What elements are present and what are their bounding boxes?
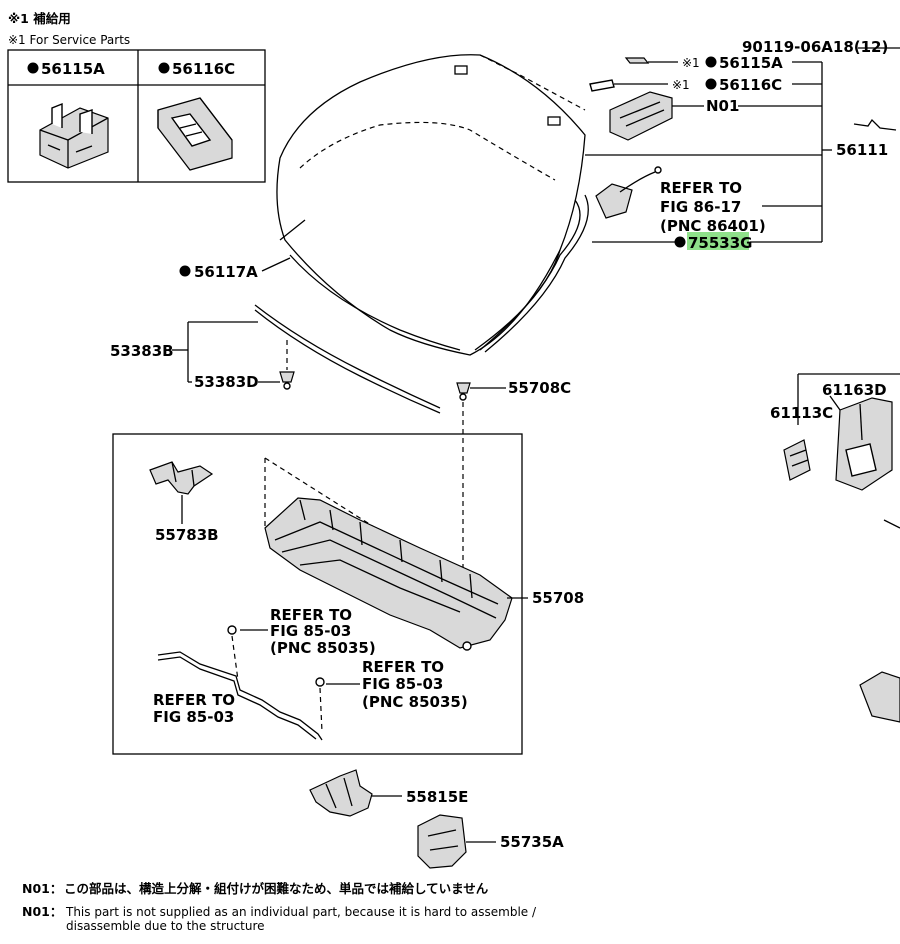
pillar-lower-part (859, 671, 900, 723)
refer-86-line2[interactable]: FIG 86-17 (660, 198, 741, 216)
bracket-n01 (609, 91, 673, 141)
label-55815e[interactable]: 55815E (406, 788, 468, 806)
clip-56115a-drawing (39, 102, 109, 169)
windshield-glass-56111 (276, 54, 586, 356)
inset-label-56115a[interactable]: 56115A (41, 60, 105, 78)
bracket-55735a (417, 814, 467, 869)
refer-b-line1[interactable]: REFER TO (362, 658, 444, 676)
highlight-75533g (687, 232, 749, 250)
refer-a-line1[interactable]: REFER TO (270, 606, 352, 624)
bracket-55815e (309, 769, 373, 817)
weatherstrip-53383b (254, 304, 441, 409)
service-note-jp: ※1 補給用 (8, 11, 71, 26)
label-56111[interactable]: 56111 (836, 141, 888, 159)
bracket-56116c-drawing (157, 97, 233, 171)
refer-b-line2[interactable]: FIG 85-03 (362, 675, 443, 693)
sensor-86401 (595, 166, 662, 219)
footer-en-prefix: N01： (22, 904, 62, 919)
refer-a-line3[interactable]: (PNC 85035) (270, 639, 376, 657)
label-n01[interactable]: N01 (706, 97, 739, 115)
cowl-panel-55708 (264, 457, 513, 651)
footer-en-line1: This part is not supplied as an individu… (65, 905, 537, 919)
clip-56115a-part (624, 57, 650, 64)
refer-86-line1[interactable]: REFER TO (660, 179, 742, 197)
service-mark-1: ※1 (682, 56, 700, 70)
inset-label-56116c[interactable]: 56116C (172, 60, 235, 78)
label-55783b[interactable]: 55783B (155, 526, 219, 544)
cowl-assembly-box (112, 433, 523, 755)
label-61163d[interactable]: 61163D (822, 381, 887, 399)
label-61113c[interactable]: 61113C (770, 404, 833, 422)
label-53383d[interactable]: 53383D (194, 373, 259, 391)
bracket-55783b (149, 461, 214, 495)
label-90119-06a18[interactable]: 90119-06A18(12) (742, 38, 888, 56)
clip-53383d (279, 340, 295, 390)
service-mark-2: ※1 (672, 78, 690, 92)
label-55735a[interactable]: 55735A (500, 833, 564, 851)
washer-hose (157, 625, 325, 741)
refer-c-line2[interactable]: FIG 85-03 (153, 708, 234, 726)
service-parts-inset: 56115A 56116C (7, 49, 266, 183)
footer-en-line2: disassemble due to the structure (66, 919, 265, 933)
label-56115a[interactable]: 56115A (719, 54, 783, 72)
label-55708c[interactable]: 55708C (508, 379, 571, 397)
label-56117a[interactable]: 56117A (194, 263, 258, 281)
refer-86-line3[interactable]: (PNC 86401) (660, 217, 766, 235)
clip-55708c (456, 382, 471, 590)
footer-jp-prefix: N01： (22, 881, 62, 896)
dam-56117a (289, 254, 461, 351)
bracket-61113c (783, 439, 811, 481)
refer-a-line2[interactable]: FIG 85-03 (270, 622, 351, 640)
pillar-61163d (835, 397, 893, 491)
label-55708[interactable]: 55708 (532, 589, 584, 607)
label-53383b[interactable]: 53383B (110, 342, 174, 360)
footer-jp-text: この部品は、構造上分解・組付けが困難なため、単品では補給していません (64, 881, 489, 896)
wire-90119 (853, 118, 897, 131)
refer-b-line3[interactable]: (PNC 85035) (362, 693, 468, 711)
moulding-75533g (279, 194, 589, 353)
label-75533g[interactable]: 75533G (688, 234, 753, 252)
clip-56116c-part (589, 79, 615, 92)
refer-c-line1[interactable]: REFER TO (153, 691, 235, 709)
service-note-en: ※1 For Service Parts (8, 33, 130, 47)
label-56116c[interactable]: 56116C (719, 76, 782, 94)
